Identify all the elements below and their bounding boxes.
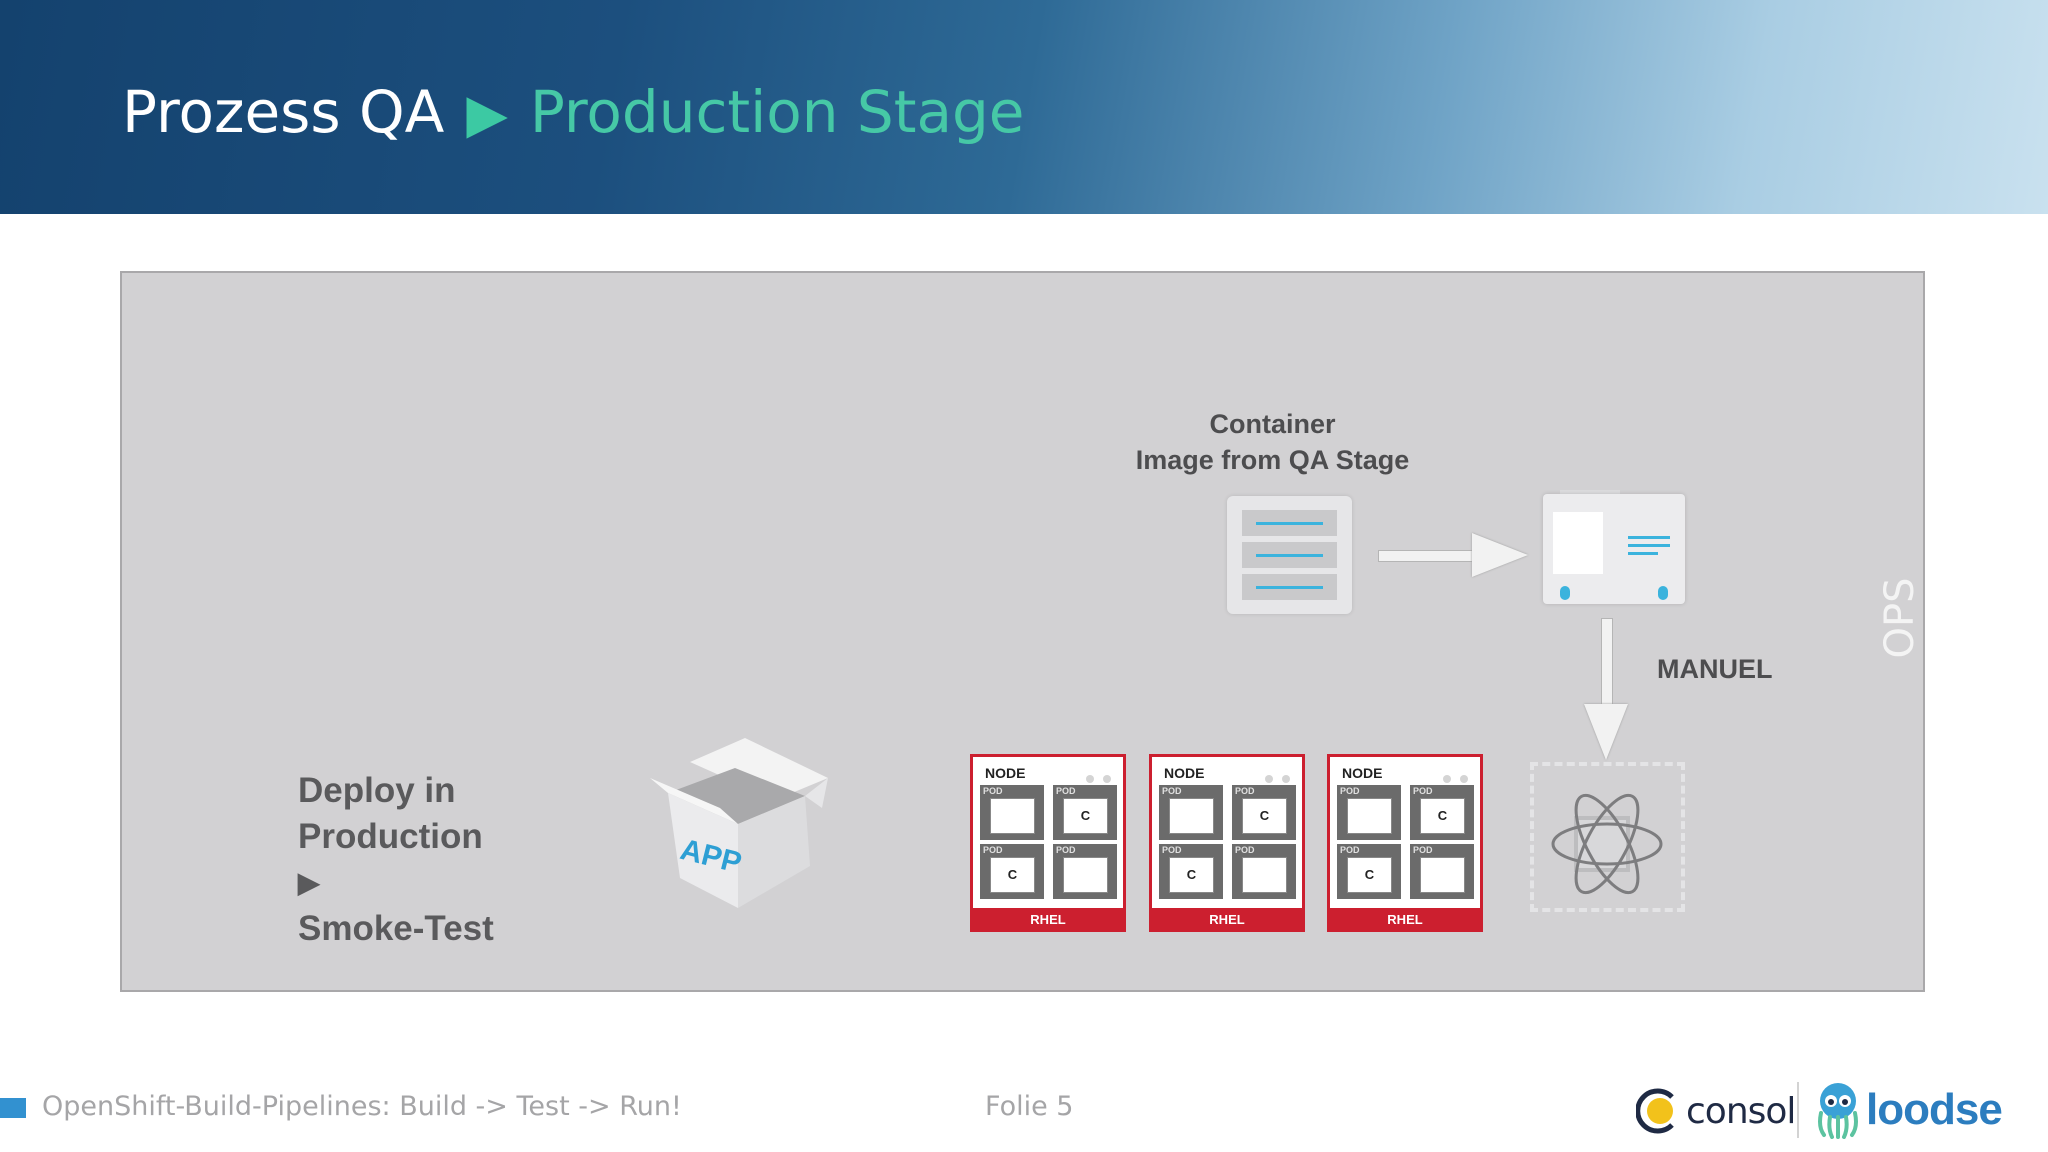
pod-container	[1242, 857, 1287, 893]
manual-label: MANUEL	[1657, 654, 1773, 684]
container-caption-line-1: Container	[1209, 409, 1336, 439]
title-prefix: Prozess QA	[122, 78, 445, 146]
registry-knob	[1560, 586, 1570, 600]
node-dots-icon	[1434, 770, 1468, 788]
node-title: NODE	[1164, 765, 1205, 781]
container-caption: Container Image from QA Stage	[1100, 406, 1445, 478]
app-box-icon	[650, 738, 828, 908]
pod: POD C	[1159, 844, 1223, 899]
pod-label: POD	[1162, 845, 1182, 855]
pod-container	[1063, 857, 1108, 893]
node-footer: RHEL	[1327, 908, 1483, 932]
deploy-text: Deploy in Production ▶ Smoke-Test	[298, 768, 494, 952]
loodse-logo-text: loodse	[1866, 1085, 2003, 1134]
stack-slot	[1242, 510, 1337, 536]
pod-container	[1420, 857, 1465, 893]
consol-logo: consol	[1636, 1084, 1796, 1138]
rhel-node: NODE POD POD C POD C POD RHEL	[1149, 754, 1305, 932]
pod: POD C	[1337, 844, 1401, 899]
pod: POD C	[1053, 785, 1117, 840]
title-main: Production Stage	[529, 78, 1025, 146]
rhel-node: NODE POD POD C POD C POD RHEL	[970, 754, 1126, 932]
node-footer: RHEL	[1149, 908, 1305, 932]
slide-title: Prozess QA ▶ Production Stage	[122, 72, 1025, 154]
slide-number: Folie 5	[985, 1091, 1074, 1122]
footer-title: OpenShift-Build-Pipelines: Build -> Test…	[42, 1091, 682, 1122]
pod: POD	[1410, 844, 1474, 899]
slide-header: Prozess QA ▶ Production Stage	[0, 0, 2048, 214]
registry-line	[1628, 536, 1670, 539]
pod: POD	[1232, 844, 1296, 899]
arrow-down-icon	[1601, 618, 1613, 710]
pod-label: POD	[1413, 786, 1433, 796]
stack-slot	[1242, 574, 1337, 600]
title-arrow-icon: ▶	[466, 82, 508, 145]
registry-line	[1628, 552, 1658, 555]
deploy-line-3: ▶ Smoke-Test	[298, 860, 494, 952]
pod-container: C	[990, 857, 1035, 893]
node-title: NODE	[985, 765, 1026, 781]
stack-slot	[1242, 542, 1337, 568]
pod: POD	[1159, 785, 1223, 840]
pod: POD	[980, 785, 1044, 840]
pod-label: POD	[1162, 786, 1182, 796]
pod-container: C	[1063, 798, 1108, 834]
arrow-down-head-icon	[1584, 704, 1628, 760]
pod: POD C	[980, 844, 1044, 899]
pod-container: C	[1169, 857, 1214, 893]
ops-label: OPS	[1877, 577, 1923, 659]
pod-container	[1347, 798, 1392, 834]
arrow-right-icon	[1378, 550, 1480, 562]
deploy-line-3-text: Smoke-Test	[298, 909, 494, 948]
pod-container: C	[1347, 857, 1392, 893]
node-dots-icon	[1256, 770, 1290, 788]
container-caption-line-2: Image from QA Stage	[1135, 445, 1410, 475]
node-footer: RHEL	[970, 908, 1126, 932]
registry-knob	[1658, 586, 1668, 600]
registry-line	[1628, 544, 1670, 547]
pod-container	[990, 798, 1035, 834]
pod-label: POD	[1235, 786, 1255, 796]
registry-icon	[1543, 494, 1685, 604]
logo-divider	[1797, 1082, 1799, 1138]
octopus-icon	[1818, 1083, 1858, 1139]
footer-accent-mark	[0, 1098, 26, 1118]
pod-container: C	[1242, 798, 1287, 834]
image-stack-icon	[1227, 496, 1352, 614]
pod-label: POD	[1413, 845, 1433, 855]
registry-panel	[1553, 512, 1603, 574]
deploy-line-2: Production	[298, 817, 483, 856]
pod-container: C	[1420, 798, 1465, 834]
atom-icon	[1551, 793, 1663, 895]
rhel-node: NODE POD POD C POD C POD RHEL	[1327, 754, 1483, 932]
pod: POD C	[1232, 785, 1296, 840]
pod-label: POD	[1235, 845, 1255, 855]
node-title: NODE	[1342, 765, 1383, 781]
pod: POD C	[1410, 785, 1474, 840]
loodse-logo: loodse	[1816, 1080, 2003, 1140]
pod: POD	[1053, 844, 1117, 899]
pod-label: POD	[983, 786, 1003, 796]
pod-container	[1169, 798, 1214, 834]
consol-logo-text: consol	[1686, 1090, 1796, 1132]
pod: POD	[1337, 785, 1401, 840]
triangle-right-icon: ▶	[298, 867, 320, 898]
pod-label: POD	[983, 845, 1003, 855]
arrow-right-head-icon	[1472, 533, 1528, 577]
deploy-target-placeholder	[1530, 762, 1685, 912]
consol-logo-icon	[1636, 1088, 1674, 1134]
pod-label: POD	[1056, 845, 1076, 855]
pod-label: POD	[1340, 786, 1360, 796]
pod-label: POD	[1056, 786, 1076, 796]
deploy-line-1: Deploy in	[298, 771, 456, 810]
node-dots-icon	[1077, 770, 1111, 788]
pod-label: POD	[1340, 845, 1360, 855]
